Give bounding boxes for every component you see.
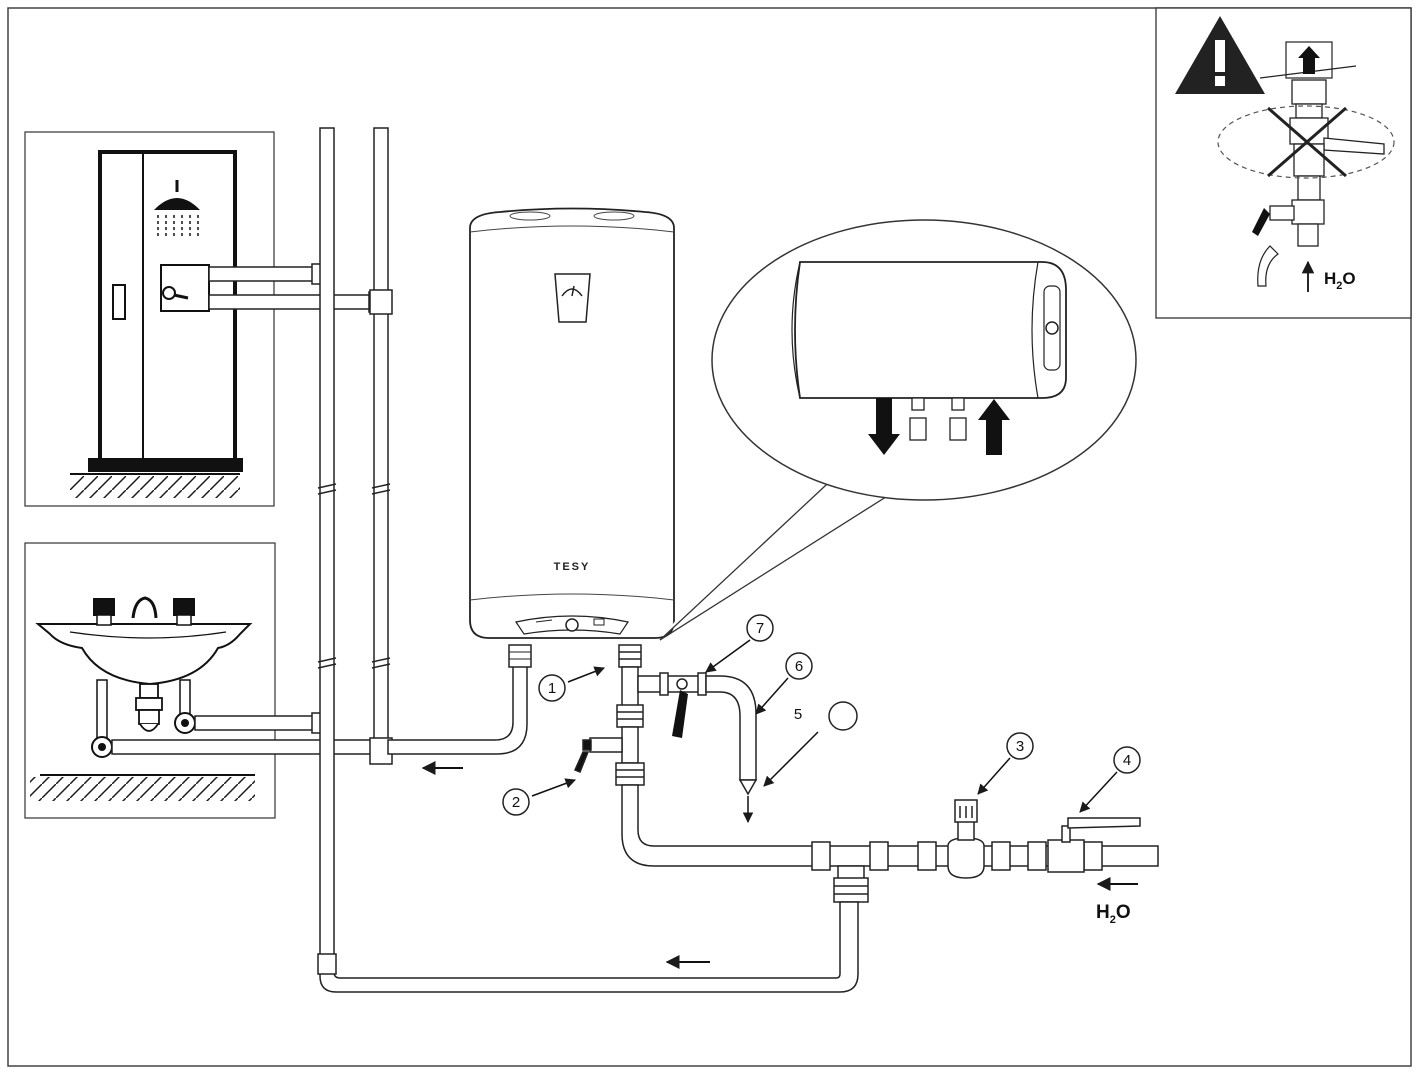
sink-panel	[24, 542, 276, 819]
sink-spout	[131, 596, 158, 619]
callout-7: 7	[705, 614, 774, 673]
sink-tap-cold	[173, 598, 195, 626]
callout-5-label: 5	[794, 706, 802, 723]
pressure-reducer	[947, 799, 985, 879]
forbidden-x-icon	[1267, 106, 1347, 178]
riser-pipes	[319, 127, 389, 969]
water-heater: TESY	[469, 207, 675, 639]
hot-outlet-pipe	[387, 644, 532, 755]
inlet-h2o-label: H2O	[1096, 902, 1131, 926]
drain-hose	[705, 675, 757, 781]
zoom-bubble	[659, 219, 1137, 641]
shower-panel	[24, 131, 275, 507]
cold-return-pipe	[319, 901, 859, 993]
forbidden-zone	[1217, 105, 1395, 179]
sink-tap-hot	[93, 598, 115, 626]
horizontal-heater	[791, 261, 1067, 399]
callout-5: 5	[763, 701, 858, 787]
shower-head-icon	[154, 180, 200, 236]
callout-3-label: 3	[1016, 738, 1024, 755]
warning-triangle-icon	[1175, 16, 1265, 94]
drain-branch	[659, 672, 758, 796]
shutoff-valve	[1047, 817, 1141, 873]
sink-feed-pipes	[111, 712, 383, 755]
callout-2: 2	[502, 778, 576, 816]
callout-1-label: 1	[548, 680, 556, 697]
callout-6: 6	[755, 652, 813, 715]
callout-2-label: 2	[512, 794, 520, 811]
callout-4: 4	[1079, 746, 1141, 813]
hot-out-arrow-icon	[868, 398, 900, 455]
shower-door-handle	[112, 284, 126, 320]
warning-inset: H2O	[1155, 7, 1412, 319]
safety-valve	[573, 726, 645, 786]
heater-brand: TESY	[554, 561, 591, 573]
callout-1: 1	[538, 666, 605, 702]
outer-frame	[7, 7, 1412, 1067]
shower-feed-pipes	[208, 263, 382, 313]
callout-6-label: 6	[795, 658, 803, 675]
cold-riser	[319, 127, 335, 969]
callout-7-label: 7	[756, 620, 764, 637]
inlet-assembly	[573, 644, 669, 786]
thermometer-icon	[554, 273, 591, 323]
drain-valve	[676, 678, 688, 690]
cold-in-arrow-icon	[978, 399, 1010, 455]
supply-line	[317, 784, 1159, 993]
sink-siphon	[135, 683, 163, 732]
callout-4-label: 4	[1123, 752, 1131, 769]
heater-control-panel	[515, 615, 629, 635]
callout-3: 3	[977, 732, 1034, 795]
inset-h2o-label: H2O	[1324, 269, 1356, 292]
